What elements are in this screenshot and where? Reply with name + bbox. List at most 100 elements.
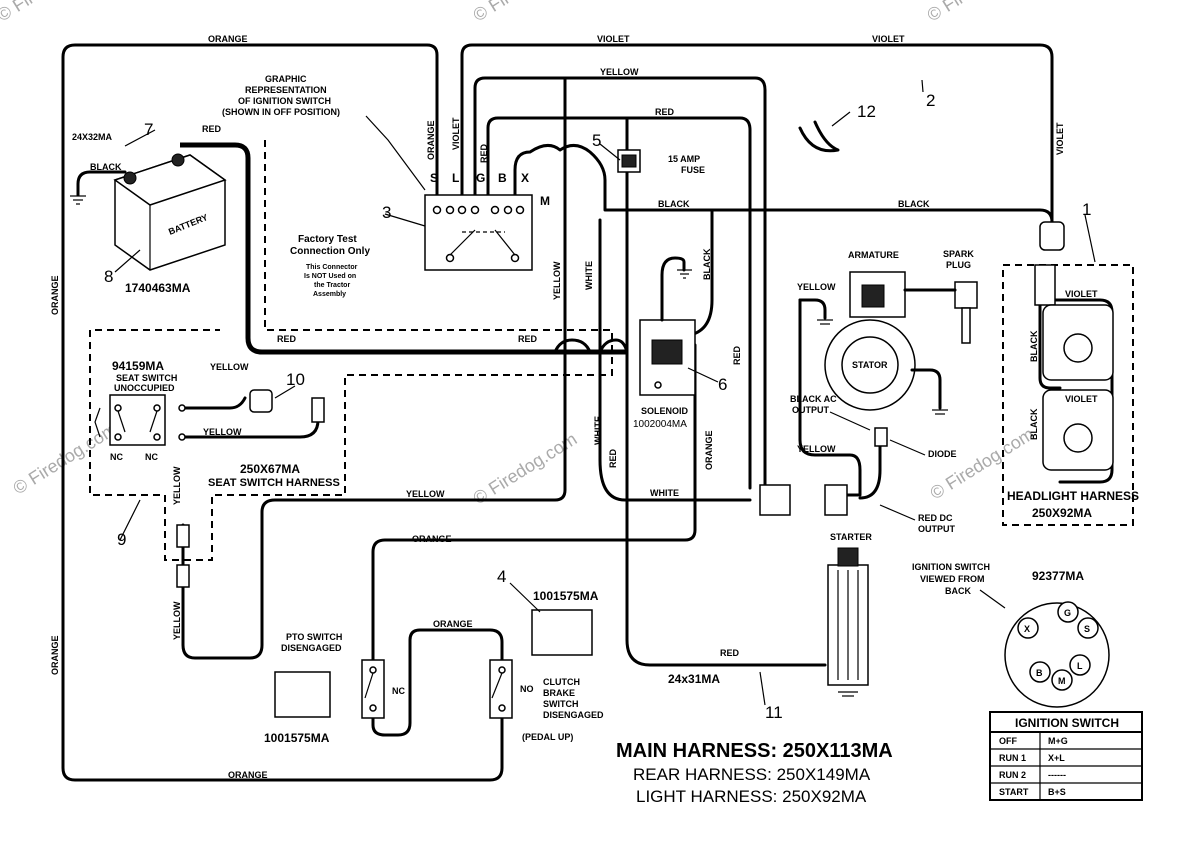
red-wire-starter (625, 116, 827, 667)
watermark-top-left: © Firedog.com (0, 0, 104, 25)
table-conn-run1: X+L (1048, 753, 1065, 763)
engine-alternator (824, 271, 978, 447)
orange-wire-solenoid (371, 343, 697, 662)
callout-11: 11 (765, 703, 783, 722)
black-ac-line2: OUTPUT (792, 405, 830, 415)
callout-3: 3 (382, 203, 391, 222)
label-orange-clutch: ORANGE (433, 619, 473, 629)
ign-view-line1: IGNITION SWITCH (912, 562, 990, 572)
clutch-switch (489, 609, 593, 719)
table-pos-run1: RUN 1 (999, 753, 1026, 763)
yellow-wire-stator (798, 298, 862, 497)
label-violet-headlight-2: VIOLET (1065, 394, 1098, 404)
ign-pin-s: S (1084, 624, 1090, 634)
label-red-vert-right: RED (732, 345, 742, 365)
callout-10: 10 (286, 370, 305, 389)
orange-wire-clutch (371, 628, 504, 737)
rear-harness-title: REAR HARNESS: 250X149MA (633, 765, 871, 784)
ign-view-line3: BACK (945, 586, 971, 596)
seat-switch-line2: UNOCCUPIED (114, 383, 175, 393)
fuse-label-2: FUSE (681, 165, 705, 175)
table-pos-start: START (999, 787, 1029, 797)
clip-part (798, 120, 840, 153)
battery-cable-part: 24X32MA (72, 132, 113, 142)
ign-pin-m: M (1058, 676, 1066, 686)
label-orange-vert-left-2: ORANGE (50, 635, 60, 675)
label-violet-vert-ign: VIOLET (451, 117, 461, 150)
label-violet-top: VIOLET (597, 34, 630, 44)
callout-12: 12 (857, 102, 876, 121)
ign-pin-b: B (1036, 668, 1043, 678)
label-orange-vert-ign: ORANGE (426, 120, 436, 160)
label-violet-vert-right: VIOLET (1055, 122, 1065, 155)
label-orange-vert-left: ORANGE (50, 275, 60, 315)
spark-plug-label-1: SPARK (943, 249, 974, 259)
clutch-line4: DISENGAGED (543, 710, 604, 720)
violet-wire-headlight (1050, 298, 1114, 484)
red-cable-part: 24x31MA (668, 672, 720, 686)
table-pos-off: OFF (999, 736, 1017, 746)
label-black-vert-sol: BLACK (702, 248, 712, 280)
label-yellow-stator: YELLOW (797, 444, 836, 454)
armature-label: ARMATURE (848, 250, 899, 260)
starter (827, 547, 869, 697)
callout-6: 6 (718, 375, 727, 394)
spark-plug-label-2: PLUG (946, 260, 971, 270)
label-yellow-vert-low: YELLOW (172, 601, 182, 640)
seat-switch (94, 394, 186, 446)
ground-symbol-battery (70, 195, 86, 205)
battery-part-number: 1740463MA (125, 281, 191, 295)
ignition-switch-graphic (424, 194, 533, 271)
label-orange-top: ORANGE (208, 34, 248, 44)
white-wire (598, 218, 752, 502)
red-dc-line1: RED DC (918, 513, 953, 523)
diode-label: DIODE (928, 449, 957, 459)
ign-pin-g: G (1064, 608, 1071, 618)
pto-switch-line2: DISENGAGED (281, 643, 342, 653)
watermark-top-mid: © Firedog.com (470, 0, 581, 25)
ign-view-part: 92377MA (1032, 569, 1084, 583)
battery: BATTERY (113, 153, 227, 271)
ign-terminal-b: B (498, 171, 507, 185)
label-violet-top-2: VIOLET (872, 34, 905, 44)
ign-terminal-g: G (476, 171, 485, 185)
starter-label: STARTER (830, 532, 872, 542)
headlight-harness-name: HEADLIGHT HARNESS (1007, 489, 1139, 503)
watermark-top-right: © Firedog.com (924, 0, 1035, 25)
factory-note-line4: Assembly (313, 291, 346, 298)
ign-pin-l: L (1077, 661, 1083, 671)
headlights (1034, 221, 1114, 471)
inline-connectors (176, 484, 848, 588)
factory-test-line1: Factory Test (298, 234, 357, 245)
headlight-harness-part: 250X92MA (1032, 506, 1092, 520)
seat-nc-2: NC (145, 452, 158, 462)
pedal-up-label: (PEDAL UP) (522, 732, 573, 742)
table-pos-run2: RUN 2 (999, 770, 1026, 780)
seat-switch-part: 94159MA (112, 359, 164, 373)
label-yellow-harness: YELLOW (406, 489, 445, 499)
label-white-bottom: WHITE (650, 488, 679, 498)
label-orange-bottom: ORANGE (228, 770, 268, 780)
fuse-label-1: 15 AMP (668, 154, 700, 164)
clutch-no: NO (520, 684, 534, 694)
black-wire-ignition (513, 144, 1054, 224)
ignition-graphic-line4: (SHOWN IN OFF POSITION) (222, 107, 340, 117)
callout-1: 1 (1082, 200, 1091, 219)
label-yellow-seat: YELLOW (210, 362, 249, 372)
yellow-wire-top (473, 76, 767, 490)
label-yellow-vert-seat: YELLOW (172, 466, 182, 505)
clutch-line2: BRAKE (543, 688, 575, 698)
label-yellow-top: YELLOW (600, 67, 639, 77)
table-conn-run2: ------ (1048, 770, 1066, 780)
black-ac-line1: BLACK AC (790, 394, 837, 404)
ign-terminal-x: X (521, 171, 529, 185)
seat-switch-line1: SEAT SWITCH (116, 373, 177, 383)
callout-5: 5 (592, 131, 601, 150)
seat-nc-1: NC (110, 452, 123, 462)
callout-8: 8 (104, 267, 113, 286)
label-red-harness-left: RED (277, 334, 297, 344)
pto-nc: NC (392, 686, 405, 696)
label-red-starter: RED (720, 648, 740, 658)
yellow-wire-center (181, 76, 567, 660)
factory-note-line1: This Connector (306, 264, 358, 271)
